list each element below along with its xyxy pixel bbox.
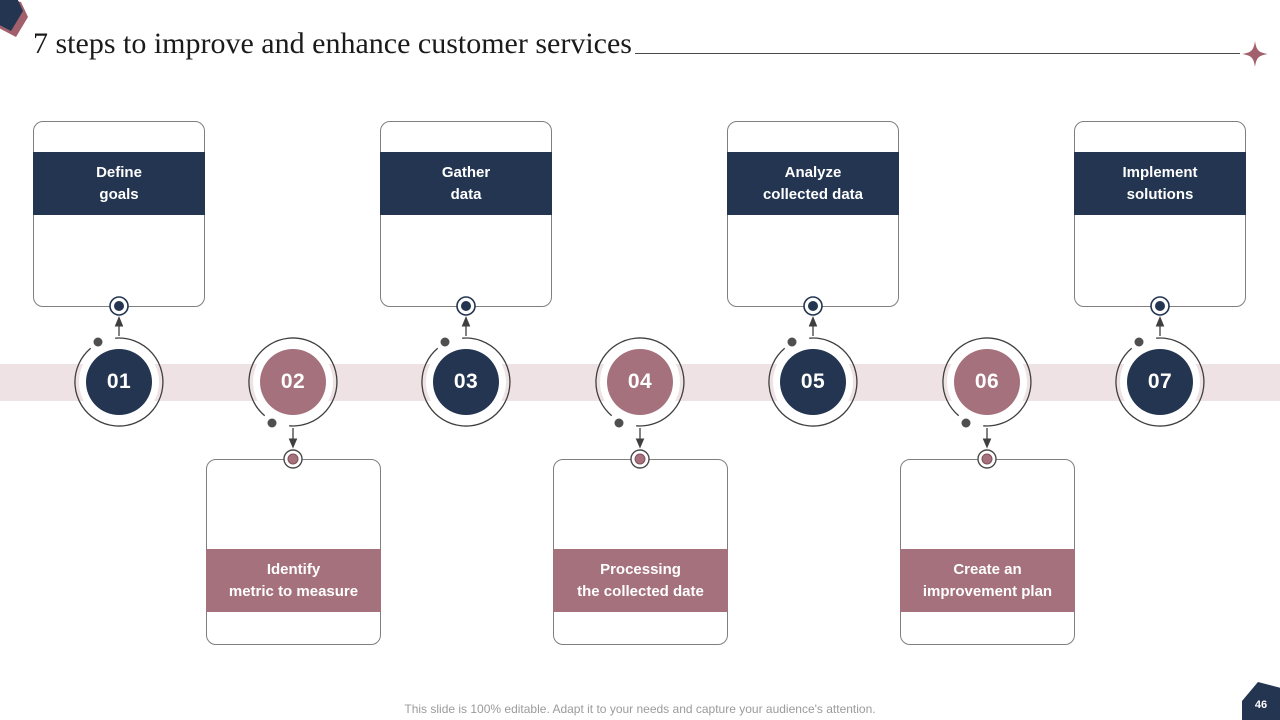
step-card-header: Identify metric to measure xyxy=(205,549,382,612)
step-number-badge[interactable]: 06 xyxy=(954,349,1020,415)
step-label-line: Create an xyxy=(953,560,1022,578)
corner-accent-icon xyxy=(0,0,28,37)
step-label-line: Processing xyxy=(600,560,681,578)
step-card-header: Define goals xyxy=(32,152,206,215)
page-number-badge: 46 xyxy=(1242,682,1280,720)
page-title: 7 steps to improve and enhance customer … xyxy=(33,27,632,60)
step-card[interactable]: Processing the collected date xyxy=(552,459,729,645)
sparkle-icon xyxy=(1242,41,1268,67)
step-label-line: Implement xyxy=(1122,163,1198,181)
step-card[interactable]: Identify metric to measure xyxy=(205,459,382,645)
title-divider xyxy=(634,53,1240,54)
step-label-line: the collected date xyxy=(577,582,704,600)
step-number-badge[interactable]: 05 xyxy=(780,349,846,415)
step-label-line: data xyxy=(450,185,482,203)
step-label-line: goals xyxy=(99,185,139,203)
step-number-badge[interactable]: 07 xyxy=(1127,349,1193,415)
title-row: 7 steps to improve and enhance customer … xyxy=(33,26,1270,67)
step-number-badge[interactable]: 03 xyxy=(433,349,499,415)
step-number-badge[interactable]: 04 xyxy=(607,349,673,415)
step-number-badge[interactable]: 01 xyxy=(86,349,152,415)
footer-note: This slide is 100% editable. Adapt it to… xyxy=(404,702,876,716)
step-label-line: Gather xyxy=(441,163,491,181)
step-number-badge[interactable]: 02 xyxy=(260,349,326,415)
step-card-header: Implement solutions xyxy=(1073,152,1247,215)
step-card[interactable]: Implement solutions xyxy=(1073,121,1247,307)
step-label-line: improvement plan xyxy=(922,582,1053,600)
step-label-line: metric to measure xyxy=(228,582,359,600)
step-card-header: Gather data xyxy=(379,152,553,215)
step-card[interactable]: Analyze collected data xyxy=(726,121,900,307)
step-label-line: Identify xyxy=(266,560,321,578)
step-card-header: Create an improvement plan xyxy=(899,549,1076,612)
step-label-line: collected data xyxy=(762,185,864,203)
page-number: 46 xyxy=(1254,698,1268,711)
step-card-header: Analyze collected data xyxy=(726,152,900,215)
step-label-line: Analyze xyxy=(784,163,842,181)
step-card[interactable]: Create an improvement plan xyxy=(899,459,1076,645)
step-card[interactable]: Define goals xyxy=(32,121,206,307)
step-card[interactable]: Gather data xyxy=(379,121,553,307)
step-label-line: solutions xyxy=(1126,185,1194,203)
step-label-line: Define xyxy=(96,163,142,181)
step-card-header: Processing the collected date xyxy=(552,549,729,612)
